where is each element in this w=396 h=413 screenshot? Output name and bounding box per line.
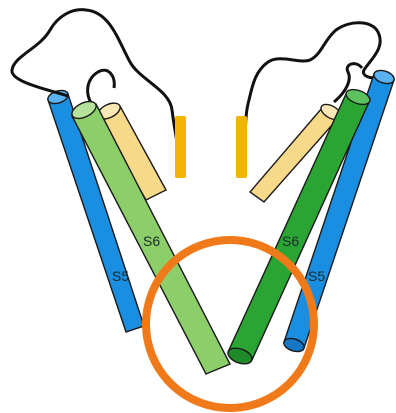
left-selectivity-filter (175, 116, 186, 178)
right-s5-label: S5 (308, 268, 325, 284)
right-selectivity-filter (236, 116, 247, 178)
gate-ring-icon (146, 240, 314, 408)
left-s6-label: S6 (143, 233, 160, 249)
right-s6-label: S6 (282, 233, 299, 249)
left-s5-label: S5 (112, 268, 129, 284)
